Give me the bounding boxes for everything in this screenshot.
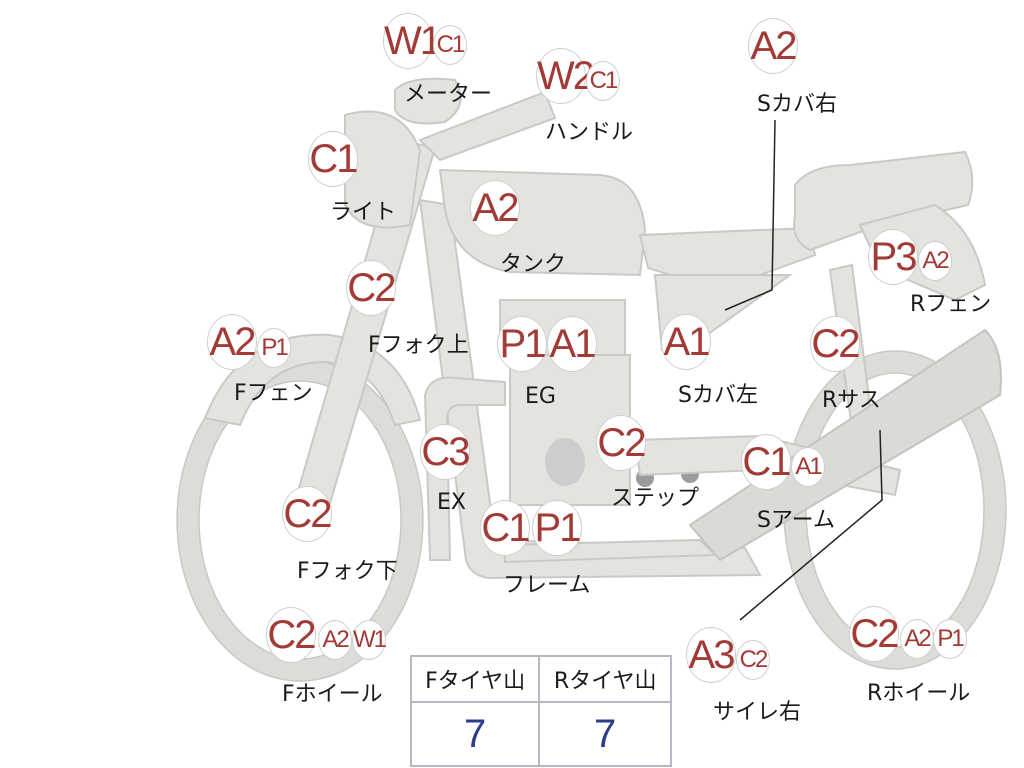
part-label-tank: タンク — [500, 252, 567, 277]
grade-badge: W2 — [536, 48, 595, 104]
grade-badge: C3 — [420, 424, 471, 480]
grade-badge: W1 — [352, 620, 387, 660]
grade-badge: C2 — [736, 640, 770, 680]
grade-badge: A2 — [318, 620, 352, 660]
grade-badge: A1 — [547, 316, 597, 372]
rear-tire-header: Rタイヤ山 — [538, 655, 672, 703]
grade-badge: P1 — [933, 619, 967, 659]
front-wheel-shape — [177, 359, 423, 681]
grade-badge: A1 — [661, 314, 711, 370]
grade-badge: A2 — [470, 180, 520, 236]
side-cover-shape — [638, 226, 817, 280]
part-label-s-cover-right: Sカバ右 — [757, 92, 837, 117]
tire-tread-table: Fタイヤ山 Rタイヤ山 7 7 — [409, 655, 672, 767]
engine-cover-shape — [545, 438, 585, 486]
grade-badge: C2 — [596, 415, 647, 471]
grade-badge: C2 — [810, 316, 861, 372]
front-tire-value: 7 — [409, 701, 541, 767]
grade-badge: A2 — [918, 241, 952, 281]
part-label-handle: ハンドル — [545, 120, 634, 145]
grade-badge: P1 — [497, 316, 547, 372]
front-tire-header: Fタイヤ山 — [409, 655, 541, 703]
part-label-step: ステップ — [611, 486, 700, 511]
grade-badge: A3 — [686, 627, 736, 683]
grade-badge: P1 — [257, 328, 291, 368]
grade-badge: C1 — [308, 131, 359, 187]
part-label-f-fender: Fフェン — [234, 381, 313, 406]
grade-badge: C2 — [346, 260, 397, 316]
grade-badge: A1 — [791, 447, 825, 487]
part-label-light: ライト — [330, 200, 397, 225]
headlight-shape — [344, 110, 422, 229]
grade-badge: C2 — [282, 486, 333, 542]
grade-badge: P3 — [868, 229, 918, 285]
rear-tire-value: 7 — [538, 701, 672, 767]
grade-badge: C2 — [266, 607, 317, 663]
frame-downtube — [423, 376, 506, 561]
part-label-silencer-right: サイレ右 — [713, 700, 802, 725]
part-label-meter: メーター — [404, 82, 493, 107]
grade-badge: P1 — [532, 500, 582, 556]
grade-badge: C1 — [480, 500, 531, 556]
leader-line-silencer — [739, 429, 883, 621]
handlebar-shape — [418, 90, 557, 162]
grade-badge: A2 — [207, 314, 257, 370]
part-label-s-cover-left: Sカバ左 — [678, 383, 758, 408]
grade-badge: C1 — [433, 25, 467, 65]
meter-shape — [394, 77, 462, 125]
leader-line-s-cover-right — [724, 119, 776, 311]
silencer-shape — [688, 328, 1002, 562]
seat-shape — [793, 150, 974, 252]
part-label-eg: EG — [525, 384, 556, 409]
grade-badge: C2 — [849, 606, 900, 662]
part-label-f-wheel: Fホイール — [282, 682, 383, 707]
part-label-s-arm: Sアーム — [757, 508, 835, 533]
part-label-r-suspension: Rサス — [822, 388, 881, 413]
part-label-frame: フレーム — [503, 573, 591, 598]
part-label-f-fork-lower: Fフォク下 — [297, 559, 398, 584]
part-label-r-fender: Rフェン — [910, 292, 992, 317]
grade-badge: A2 — [900, 619, 934, 659]
grade-badge: C1 — [586, 61, 620, 101]
grade-badge: A2 — [748, 18, 798, 74]
grade-badge: W1 — [383, 13, 442, 69]
part-label-ex: EX — [437, 490, 466, 515]
grade-badge: C1 — [741, 434, 792, 490]
part-label-f-fork-upper: Fフォク上 — [368, 333, 469, 358]
part-label-r-wheel: Rホイール — [867, 681, 971, 706]
